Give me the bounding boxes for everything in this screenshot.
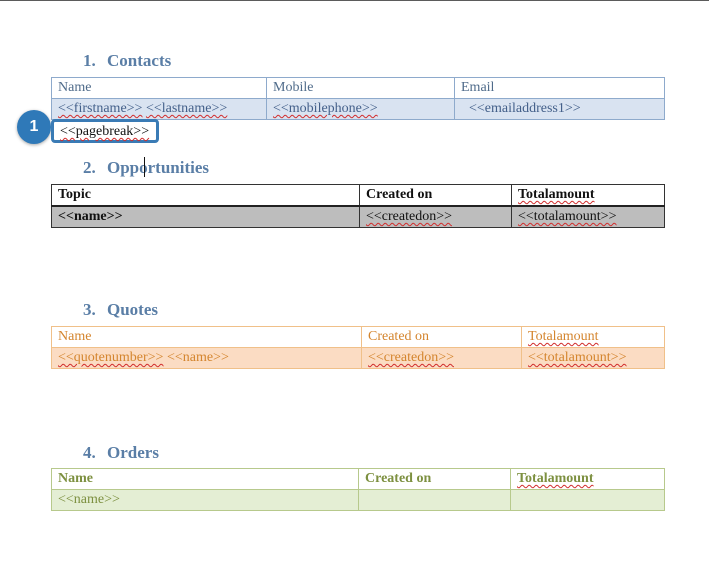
callout-badge: 1 bbox=[17, 110, 51, 144]
cell-totalamount[interactable] bbox=[510, 489, 665, 511]
heading-title: Opportunities bbox=[107, 158, 210, 177]
heading-title: Orders bbox=[107, 443, 159, 462]
heading-number: 1. bbox=[83, 51, 96, 70]
field-mobilephone: <<mobilephone>> bbox=[273, 101, 378, 116]
column-header-totalamount[interactable]: Totalamount bbox=[511, 184, 665, 207]
text-cursor bbox=[144, 157, 145, 177]
table-row: <<quotenumber>> <<name>> <<createdon>> <… bbox=[51, 347, 665, 369]
table-header-row: Name Created on Totalamount bbox=[51, 326, 665, 348]
column-header-created-on[interactable]: Created on bbox=[358, 468, 511, 490]
field-quotenumber: <<quotenumber>> bbox=[58, 350, 164, 365]
field-lastname: <<lastname>> bbox=[145, 101, 228, 116]
column-header-name[interactable]: Name bbox=[51, 77, 267, 99]
pagebreak-field[interactable]: <<pagebreak>> bbox=[51, 119, 159, 143]
heading-title: Quotes bbox=[107, 300, 158, 319]
cell-totalamount[interactable]: <<totalamount>> bbox=[521, 347, 665, 369]
column-header-totalamount[interactable]: Totalamount bbox=[521, 326, 665, 348]
heading-quotes: 3. Quotes bbox=[83, 300, 158, 320]
field-emailaddress: <<emailaddress1>> bbox=[469, 101, 581, 116]
cell-email[interactable]: <<emailaddress1>> bbox=[454, 98, 665, 120]
cell-created-on[interactable]: <<createdon>> bbox=[361, 347, 522, 369]
column-header-name[interactable]: Name bbox=[51, 468, 359, 490]
heading-orders: 4. Orders bbox=[83, 443, 159, 463]
column-header-totalamount[interactable]: Totalamount bbox=[510, 468, 665, 490]
opportunities-table: Topic Created on Totalamount <<name>> <<… bbox=[51, 184, 665, 228]
column-header-created-on[interactable]: Created on bbox=[359, 184, 512, 207]
orders-table: Name Created on Totalamount <<name>> bbox=[51, 468, 665, 511]
column-header-name[interactable]: Name bbox=[51, 326, 362, 348]
cell-created-on[interactable]: <<createdon>> bbox=[359, 206, 512, 228]
table-row: <<name>> bbox=[51, 489, 665, 511]
cell-name[interactable]: <<quotenumber>> <<name>> bbox=[51, 347, 362, 369]
table-header-row: Name Mobile Email bbox=[51, 77, 665, 99]
heading-opportunities: 2. Opportunities bbox=[83, 158, 209, 178]
heading-contacts: 1. Contacts bbox=[83, 51, 171, 71]
quotes-table: Name Created on Totalamount <<quotenumbe… bbox=[51, 326, 665, 369]
heading-number: 2. bbox=[83, 158, 96, 177]
contacts-table: Name Mobile Email <<firstname>> <<lastna… bbox=[51, 77, 665, 120]
column-header-topic[interactable]: Topic bbox=[51, 184, 360, 207]
column-header-mobile[interactable]: Mobile bbox=[266, 77, 455, 99]
heading-number: 4. bbox=[83, 443, 96, 462]
cell-name[interactable]: <<firstname>> <<lastname>> bbox=[51, 98, 267, 120]
pagebreak-text: <<pagebreak>> bbox=[60, 124, 150, 139]
table-header-row: Topic Created on Totalamount bbox=[51, 184, 665, 207]
cell-mobile[interactable]: <<mobilephone>> bbox=[266, 98, 455, 120]
cell-totalamount[interactable]: <<totalamount>> bbox=[511, 206, 665, 228]
cell-name[interactable]: <<name>> bbox=[51, 489, 359, 511]
heading-title: Contacts bbox=[107, 51, 172, 70]
cell-name[interactable]: <<name>> bbox=[51, 206, 360, 228]
field-name: <<name>> bbox=[166, 350, 229, 365]
table-row: <<firstname>> <<lastname>> <<mobilephone… bbox=[51, 98, 665, 120]
top-border-line bbox=[0, 0, 709, 1]
table-row: <<name>> <<createdon>> <<totalamount>> bbox=[51, 206, 665, 228]
column-header-email[interactable]: Email bbox=[454, 77, 665, 99]
column-header-created-on[interactable]: Created on bbox=[361, 326, 522, 348]
cell-created-on[interactable] bbox=[358, 489, 511, 511]
heading-number: 3. bbox=[83, 300, 96, 319]
field-firstname: <<firstname>> bbox=[58, 101, 143, 116]
table-header-row: Name Created on Totalamount bbox=[51, 468, 665, 490]
